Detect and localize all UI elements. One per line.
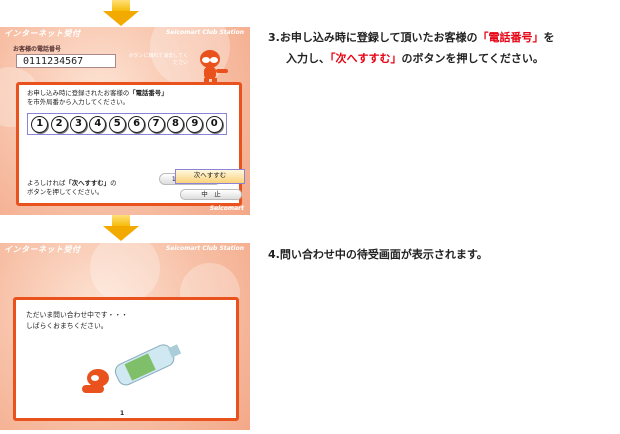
- step3-text: 3.お申し込み時に登録して頂いたお客様の「電話番号」を: [268, 31, 555, 44]
- waiting-screen: インターネット受付 Seicomart Club Station ただいま問い合…: [0, 243, 250, 430]
- header-title: インターネット受付: [4, 29, 81, 38]
- next-button[interactable]: 次へすすむ: [175, 169, 245, 184]
- key-2[interactable]: 2: [50, 115, 68, 133]
- instruction-text: お申し込み時に登録されたお客様の「電話番号」 を市外局番から入力してください。: [27, 89, 168, 106]
- number-keypad: 1 2 3 4 5 6 7 8 9 0: [27, 113, 227, 135]
- clear-hint: ボタンに触れて消去してください: [128, 53, 188, 66]
- page-number: 1: [120, 410, 125, 417]
- key-3[interactable]: 3: [69, 115, 87, 133]
- key-7[interactable]: 7: [147, 115, 165, 133]
- header-title: インターネット受付: [4, 245, 81, 254]
- phone-label: お客様の電話番号: [13, 46, 62, 53]
- key-6[interactable]: 6: [128, 115, 146, 133]
- confirm-text: よろしければ「次へすすむ」の ボタンを押してください。: [27, 179, 117, 196]
- key-0[interactable]: 0: [205, 115, 223, 133]
- down-arrow-icon: [103, 0, 139, 26]
- key-1[interactable]: 1: [31, 115, 49, 133]
- header-logo: Seicomart Club Station: [165, 29, 244, 36]
- waiting-message: ただいま問い合わせ中です・・・ しばらくおまちください。: [26, 311, 128, 330]
- mascot-icon: [200, 50, 228, 84]
- footer-logo: Seicomart: [209, 205, 244, 212]
- waiting-panel: ただいま問い合わせ中です・・・ しばらくおまちください。 1: [13, 297, 239, 421]
- key-4[interactable]: 4: [89, 115, 107, 133]
- step3-text-line2: 入力し、「次へすすむ」のボタンを押してください。: [286, 52, 544, 65]
- input-panel: お申し込み時に登録されたお客様の「電話番号」 を市外局番から入力してください。 …: [16, 82, 242, 206]
- key-5[interactable]: 5: [108, 115, 126, 133]
- step4-text: 4.問い合わせ中の待受画面が表示されます。: [268, 248, 488, 261]
- key-8[interactable]: 8: [166, 115, 184, 133]
- header-logo: Seicomart Club Station: [165, 245, 244, 252]
- down-arrow-icon: [103, 215, 139, 241]
- phone-input-screen: インターネット受付 Seicomart Club Station お客様の電話番…: [0, 27, 250, 215]
- key-9[interactable]: 9: [186, 115, 204, 133]
- mascot-with-bottle-icon: [82, 344, 182, 393]
- stop-button[interactable]: 中 止: [180, 189, 242, 200]
- phone-number-field[interactable]: 0111234567: [16, 54, 116, 68]
